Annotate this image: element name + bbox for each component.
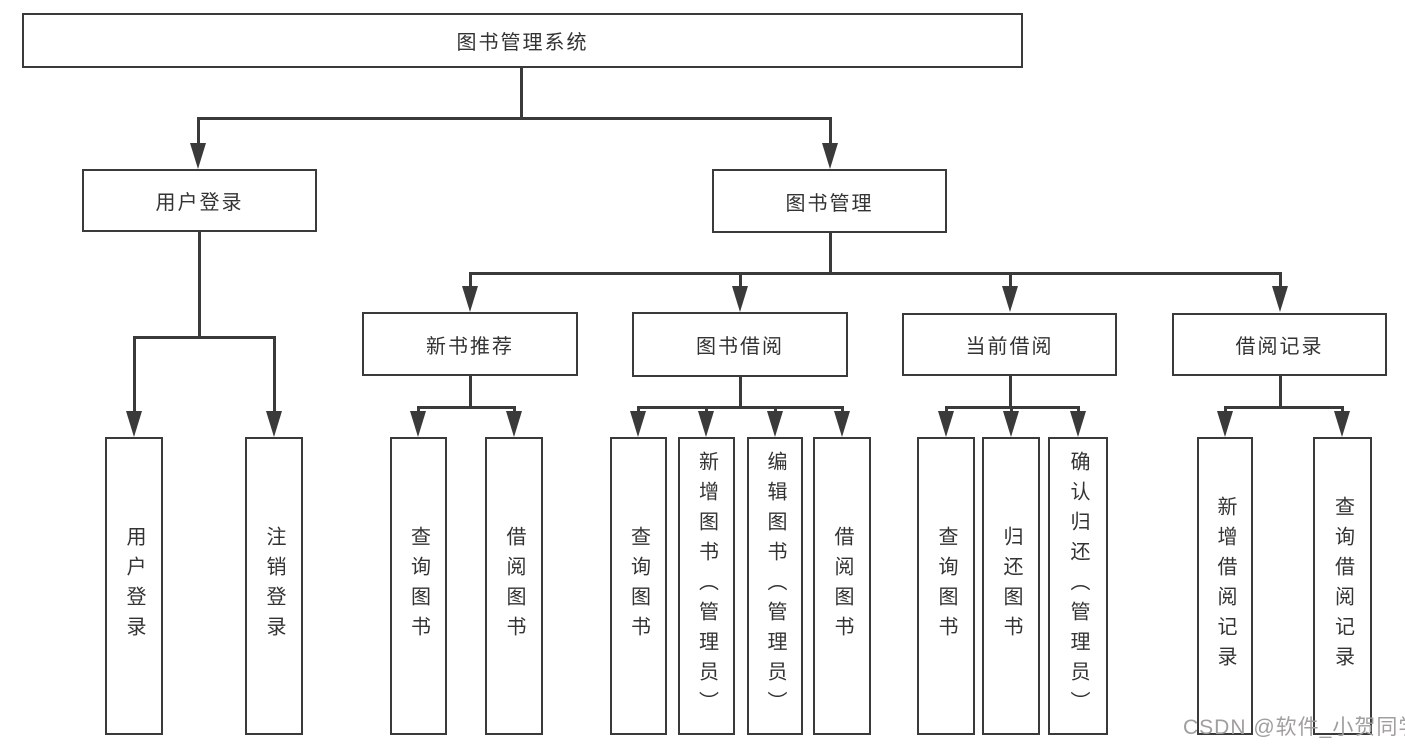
leaf-query-books-current: 查询图书	[917, 437, 975, 735]
arrowhead-icon	[410, 411, 426, 437]
leaf-return-books: 归还图书	[982, 437, 1040, 735]
connector-line	[1009, 376, 1012, 408]
arrowhead-icon	[1002, 286, 1018, 312]
leaf-query-borrow-record: 查询借阅记录	[1313, 437, 1372, 735]
connector-line	[469, 272, 472, 288]
arrowhead-icon	[1003, 411, 1019, 437]
arrowhead-icon	[462, 286, 478, 312]
node-new-book-recommend: 新书推荐	[362, 312, 578, 376]
connector-line	[198, 232, 201, 338]
connector-line	[273, 336, 276, 413]
arrowhead-icon	[1070, 411, 1086, 437]
arrowhead-icon	[266, 411, 282, 437]
connector-line	[705, 406, 708, 413]
arrowhead-icon	[698, 411, 714, 437]
connector-line	[829, 117, 832, 146]
connector-line	[469, 272, 1281, 275]
connector-line	[637, 406, 844, 409]
leaf-edit-books-admin: 编辑图书（管理员）	[747, 437, 803, 735]
leaf-borrow-books: 借阅图书	[813, 437, 871, 735]
node-borrow-records: 借阅记录	[1172, 313, 1387, 376]
node-book-management: 图书管理	[712, 169, 947, 233]
arrowhead-icon	[1217, 411, 1233, 437]
leaf-query-books-recommend: 查询图书	[390, 437, 447, 735]
connector-line	[513, 406, 516, 413]
connector-line	[1279, 376, 1282, 408]
arrowhead-icon	[506, 411, 522, 437]
arrowhead-icon	[1334, 411, 1350, 437]
arrowhead-icon	[767, 411, 783, 437]
connector-line	[520, 68, 523, 119]
connector-line	[1010, 406, 1013, 413]
connector-line	[1279, 272, 1282, 288]
node-book-borrow: 图书借阅	[632, 312, 848, 377]
connector-line	[469, 376, 472, 408]
leaf-add-borrow-record: 新增借阅记录	[1197, 437, 1253, 735]
node-user-login: 用户登录	[82, 169, 317, 232]
connector-line	[1077, 406, 1080, 413]
connector-line	[417, 406, 420, 413]
connector-line	[829, 233, 832, 274]
connector-line	[133, 336, 275, 339]
leaf-borrow-books-recommend: 借阅图书	[485, 437, 543, 735]
connector-line	[133, 336, 136, 413]
connector-line	[197, 117, 200, 146]
connector-line	[1341, 406, 1344, 413]
arrowhead-icon	[834, 411, 850, 437]
leaf-confirm-return-admin: 确认归还（管理员）	[1048, 437, 1108, 735]
arrowhead-icon	[1272, 286, 1288, 312]
connector-line	[1009, 272, 1012, 288]
connector-line	[739, 377, 742, 408]
connector-line	[417, 406, 516, 409]
connector-line	[197, 117, 831, 120]
arrowhead-icon	[190, 143, 206, 169]
csdn-watermark: CSDN @软件_小贺同学	[1183, 716, 1405, 739]
leaf-add-books-admin: 新增图书（管理员）	[678, 437, 735, 735]
connector-line	[841, 406, 844, 413]
connector-line	[637, 406, 640, 413]
arrowhead-icon	[126, 411, 142, 437]
connector-line	[945, 406, 948, 413]
leaf-logout: 注销登录	[245, 437, 303, 735]
node-book-management-system: 图书管理系统	[22, 13, 1023, 68]
arrowhead-icon	[732, 286, 748, 312]
connector-line	[1224, 406, 1227, 413]
connector-line	[739, 272, 742, 288]
arrowhead-icon	[630, 411, 646, 437]
arrowhead-icon	[938, 411, 954, 437]
arrowhead-icon	[822, 143, 838, 169]
node-current-borrow: 当前借阅	[902, 313, 1117, 376]
connector-line	[774, 406, 777, 413]
leaf-query-books-borrow: 查询图书	[610, 437, 667, 735]
connector-line	[1224, 406, 1343, 409]
leaf-user-login: 用户登录	[105, 437, 163, 735]
